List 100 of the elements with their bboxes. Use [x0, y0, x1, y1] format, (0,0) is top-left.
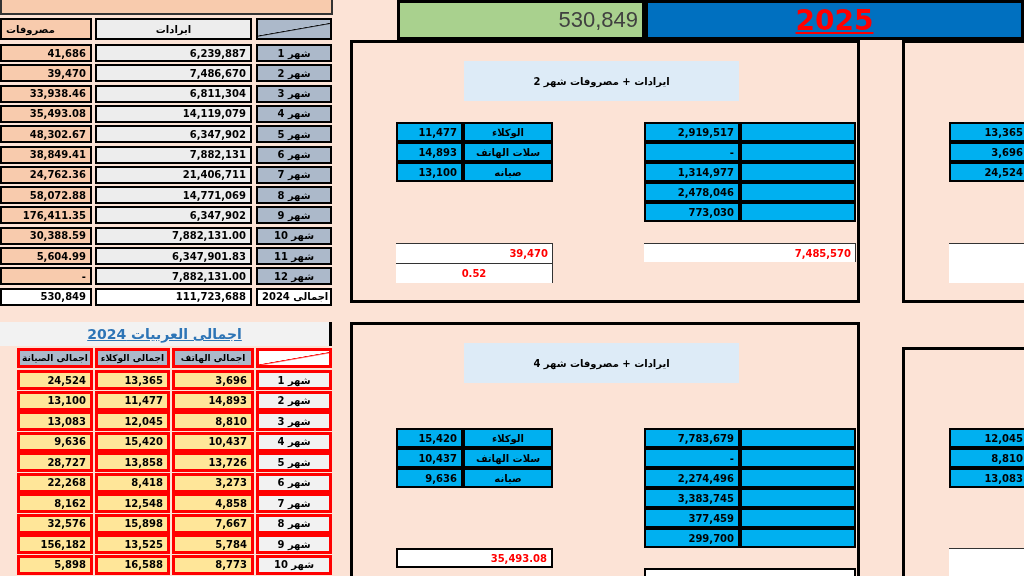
row-header: شهر 5: [256, 125, 332, 144]
table-cell: 24,524: [949, 162, 1024, 182]
table-cell: 5,898: [17, 554, 93, 575]
table-cell: 11,477: [396, 122, 463, 142]
table-cell: 13,726: [172, 452, 254, 472]
row-header: شهر 9: [256, 206, 332, 225]
table-cell: 5,604.99: [0, 247, 92, 265]
table-cell: 28,727: [17, 452, 93, 472]
table-cell: 41,686: [0, 44, 92, 62]
table-cell: 14,119,079: [95, 104, 252, 123]
row-header: شهر 11: [256, 247, 332, 265]
row-header: شهر 4: [256, 431, 332, 452]
total-cell: 530,849: [397, 0, 645, 40]
table-cell: 2,478,046: [644, 182, 740, 202]
total-cell: 530,849: [0, 287, 92, 306]
panel-title: ايرادات + مصروفات شهر 2: [464, 61, 739, 101]
column-header: اجمالى الوكلاء: [95, 348, 170, 368]
column-header: اجمالى الصيانة: [17, 348, 93, 368]
table-cell: 176,411.35: [0, 206, 92, 225]
row-header: شهر 2: [256, 64, 332, 83]
table-cell: 6,347,902: [95, 206, 252, 225]
row-header: سلات الهاتف: [463, 448, 553, 468]
table-cell: 48,302.67: [0, 125, 92, 144]
table-cell: 377,459: [644, 508, 740, 528]
table-cell: 15,420: [396, 428, 463, 448]
row-header: شهر 8: [256, 186, 332, 205]
row-header: شهر 4: [256, 104, 332, 123]
table-cell: 8,810: [949, 448, 1024, 468]
table-cell: 773,030: [644, 202, 740, 222]
row-header: الوكلاء: [463, 122, 553, 142]
table-cell: 7,882,131.00: [95, 226, 252, 245]
row-header: شهر 5: [256, 452, 332, 472]
result-cell: 39,470: [396, 243, 553, 263]
table-cell: 22,268: [17, 472, 93, 493]
row-header: شهر 9: [256, 534, 332, 554]
table-cell: 38,849.41: [0, 145, 92, 164]
table-cell: 13,083: [17, 411, 93, 431]
table-cell: 8,773: [172, 554, 254, 575]
table-cell: 13,365: [949, 122, 1024, 142]
column-header: مصروفات: [0, 18, 92, 40]
table-cell: 8,162: [17, 493, 93, 513]
table-cell: 12,045: [949, 428, 1024, 448]
table-cell: 24,762.36: [0, 165, 92, 184]
table-title: اجمالى العربيات 2024: [0, 322, 332, 346]
table-cell: -: [0, 267, 92, 286]
table-cell: 14,771,069: [95, 186, 252, 205]
row-header: صيانه: [463, 162, 553, 182]
table-cell: -: [644, 448, 740, 468]
row-header: شهر 1: [256, 44, 332, 62]
row-header: صيانه: [463, 468, 553, 488]
row-header: شهر 7: [256, 165, 332, 184]
table-cell: 14,893: [172, 390, 254, 411]
table-cell: 6,347,901.83: [95, 247, 252, 265]
table-cell: 7,882,131: [95, 145, 252, 164]
table-cell: 39,470: [0, 64, 92, 83]
row-header: شهر 10: [256, 226, 332, 245]
row-header: شهر 6: [256, 145, 332, 164]
table-cell: 8,418: [95, 472, 170, 493]
table-cell: 30,388.59: [0, 226, 92, 245]
table-cell: 13,525: [95, 534, 170, 554]
row-header: الوكلاء: [463, 428, 553, 448]
table-cell: 10,437: [396, 448, 463, 468]
table-cell: 15,898: [95, 513, 170, 534]
table-cell: 4,858: [172, 493, 254, 513]
table-cell: 6,347,902: [95, 125, 252, 144]
row-header: شهر 7: [256, 493, 332, 513]
table-cell: 9,636: [396, 468, 463, 488]
table-cell: 10,437: [172, 431, 254, 452]
table-cell: 16,588: [95, 554, 170, 575]
table-cell: 14,893: [396, 142, 463, 162]
table-cell: 3,273: [172, 472, 254, 493]
table-cell: 7,486,670: [95, 64, 252, 83]
table-cell: 13,100: [396, 162, 463, 182]
table-cell: 3,383,745: [644, 488, 740, 508]
table-cell: 3,696: [172, 370, 254, 390]
table-cell: 156,182: [17, 534, 93, 554]
table-cell: 7,667: [172, 513, 254, 534]
table-cell: 2,919,517: [644, 122, 740, 142]
table-cell: 24,524: [17, 370, 93, 390]
result-cell: 0.52: [396, 263, 553, 283]
table-cell: 13,083: [949, 468, 1024, 488]
row-header: شهر 3: [256, 411, 332, 431]
table-cell: 299,700: [644, 528, 740, 548]
table-cell: 12,045: [95, 411, 170, 431]
table-cell: 13,858: [95, 452, 170, 472]
row-header: شهر 6: [256, 472, 332, 493]
row-header: سلات الهاتف: [463, 142, 553, 162]
table-cell: 32,576: [17, 513, 93, 534]
table-cell: 7,882,131.00: [95, 267, 252, 286]
row-header: شهر 2: [256, 390, 332, 411]
row-header: شهر 10: [256, 554, 332, 575]
table-cell: 1,314,977: [644, 162, 740, 182]
total-cell: 111,723,688: [95, 287, 252, 306]
year-cell: 2025: [645, 0, 1024, 40]
result-cell: 7,485,570: [644, 243, 856, 262]
row-header: شهر 3: [256, 84, 332, 103]
table-cell: 3,696: [949, 142, 1024, 162]
column-header: ايرادات: [95, 18, 252, 40]
column-header: اجمالى الهاتف: [172, 348, 254, 368]
table-cell: 9,636: [17, 431, 93, 452]
